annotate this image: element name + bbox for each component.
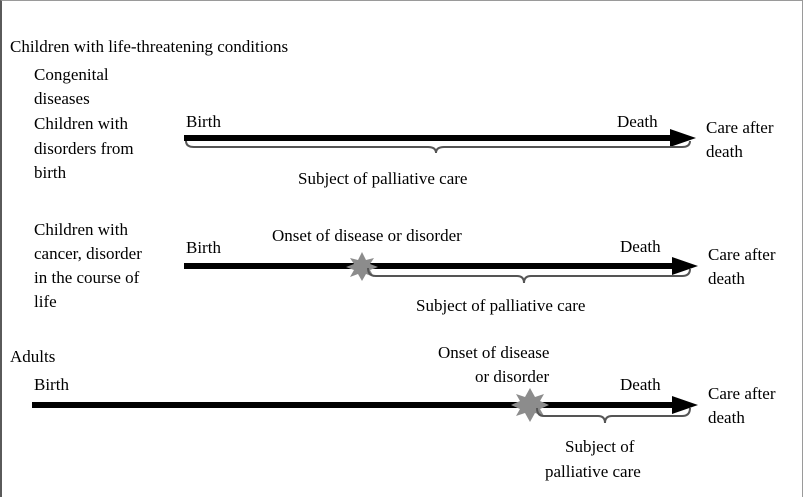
row1-group-line-1: Congenital xyxy=(34,65,109,84)
row2-care-after-line-1: Care after xyxy=(708,245,776,264)
row3-lifespan-arrow xyxy=(32,396,698,414)
row1-group-line-3: Children with xyxy=(34,114,128,133)
row2-palliative-bracket xyxy=(367,267,691,284)
row2-onset-label: Onset of disease or disorder xyxy=(272,226,462,245)
row3-group-line-1: Adults xyxy=(10,347,56,366)
row3-onset-line-1: Onset of disease xyxy=(438,343,550,362)
row2-lifespan-arrow xyxy=(184,257,698,275)
row1-birth-label: Birth xyxy=(186,112,221,131)
row3-subject-line-2: palliative care xyxy=(545,462,641,481)
row2-group-line-2: cancer, disorder xyxy=(34,244,142,263)
row3-palliative-bracket xyxy=(536,407,691,424)
row2-birth-label: Birth xyxy=(186,238,221,257)
row2-group-line-3: in the course of xyxy=(34,268,140,287)
row2-group-line-4: life xyxy=(34,292,57,311)
row3-care-after-line-1: Care after xyxy=(708,384,776,403)
row3-onset-line-2: or disorder xyxy=(475,367,550,386)
row2-care-after-line-2: death xyxy=(708,269,745,288)
row2-death-label: Death xyxy=(620,237,661,256)
row3-care-after-line-2: death xyxy=(708,408,745,427)
row3-birth-label: Birth xyxy=(34,375,69,394)
row2-subject-label: Subject of palliative care xyxy=(416,296,586,315)
row1-care-after-line-2: death xyxy=(706,142,743,161)
row1-group-line-4: disorders from xyxy=(34,139,134,158)
row2-group-line-1: Children with xyxy=(34,220,128,239)
diagram-title: Children with life-threatening condition… xyxy=(10,37,289,56)
row1-palliative-bracket xyxy=(185,140,691,154)
row1-death-label: Death xyxy=(617,112,658,131)
row1-group-line-2: diseases xyxy=(34,89,90,108)
row1-subject-label: Subject of palliative care xyxy=(298,169,468,188)
row1-lifespan-arrow xyxy=(184,129,696,147)
row1-group-line-5: birth xyxy=(34,163,67,182)
row3-subject-line-1: Subject of xyxy=(565,437,635,456)
row3-death-label: Death xyxy=(620,375,661,394)
row1-care-after-line-1: Care after xyxy=(706,118,774,137)
